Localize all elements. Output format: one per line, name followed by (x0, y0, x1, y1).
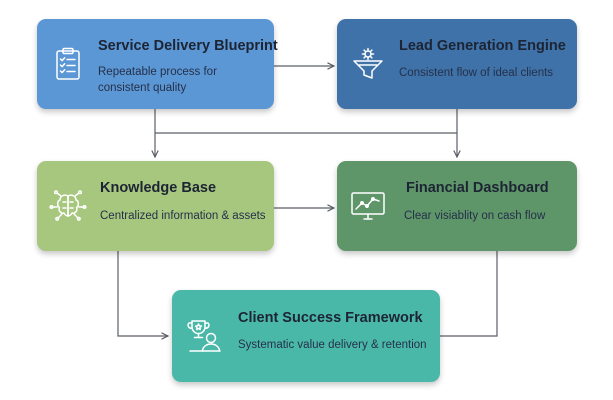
node-description: Consistent flow of ideal clients (399, 67, 554, 79)
node-description: Clear visiablity on cash flow (404, 210, 546, 222)
node-service-delivery-blueprint: Service Delivery Blueprint Repeatable pr… (37, 19, 278, 109)
node-client-success-framework: Client Success Framework Systematic valu… (172, 290, 440, 382)
node-description: Systematic value delivery & retention (238, 339, 427, 351)
clipboard-checklist-icon (49, 45, 87, 83)
node-financial-dashboard: Financial Dashboard Clear visiablity on … (337, 161, 577, 251)
node-title: Service Delivery Blueprint (98, 38, 278, 54)
node-title: Lead Generation Engine (399, 38, 566, 54)
node-title: Financial Dashboard (406, 180, 549, 196)
node-description: Centralized information & assets (100, 210, 266, 222)
funnel-gear-icon (349, 45, 387, 83)
node-title: Client Success Framework (238, 310, 423, 326)
edge-knowledge-to-client (117, 251, 168, 336)
trophy-person-icon (186, 317, 224, 355)
node-description: Repeatable process for consistent qualit… (98, 66, 217, 94)
brain-network-icon (49, 187, 87, 225)
node-lead-generation-engine: Lead Generation Engine Consistent flow o… (337, 19, 577, 109)
node-knowledge-base: Knowledge Base Centralized information &… (37, 161, 274, 251)
monitor-chart-icon (349, 187, 387, 225)
edge-financial-to-client (440, 251, 498, 337)
node-title: Knowledge Base (100, 180, 217, 196)
